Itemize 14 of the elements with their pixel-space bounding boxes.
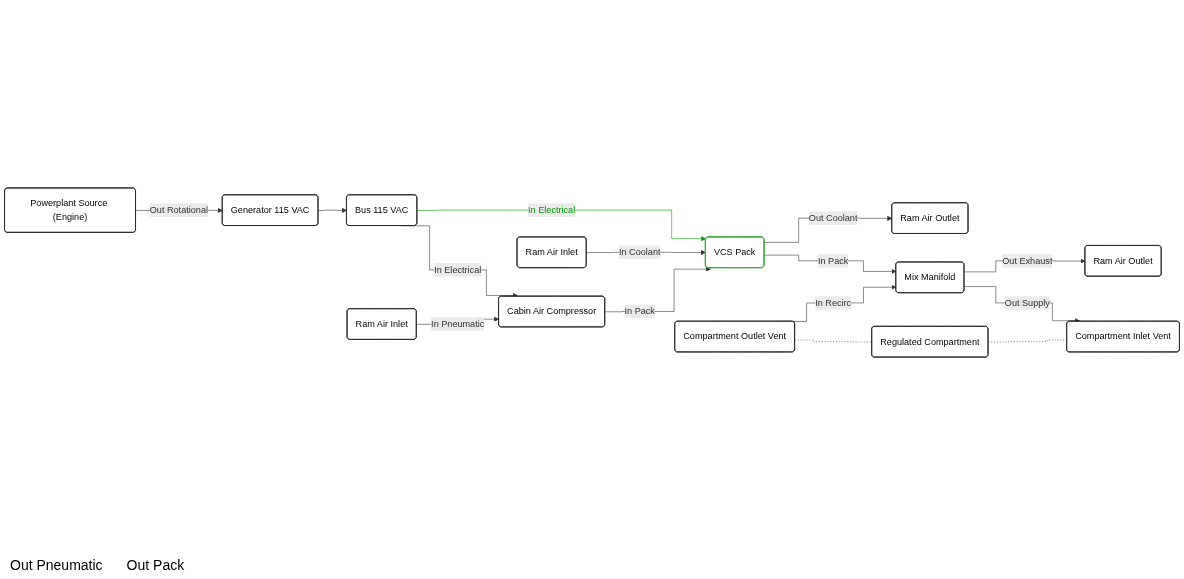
- edge-label: In Pack: [624, 306, 655, 317]
- edge-label: In Coolant: [618, 247, 661, 257]
- edge-label: In Pneumatic: [431, 318, 485, 329]
- edge-label: Out Exhaust: [1002, 255, 1053, 266]
- connector: [794, 339, 873, 343]
- edge-label: Out Rotational: [149, 205, 208, 215]
- edge-label: In Recirc: [815, 297, 852, 308]
- port-label: Out Pneumatic: [10, 557, 103, 573]
- edge-label: In Electrical: [528, 205, 576, 215]
- edge-label: In Electrical: [434, 264, 482, 275]
- port-label: Out Pack: [126, 557, 185, 573]
- edge-label: In Pack: [817, 255, 849, 266]
- edge-label: Out Coolant: [808, 213, 858, 223]
- edge-label: Out Supply: [1004, 297, 1050, 308]
